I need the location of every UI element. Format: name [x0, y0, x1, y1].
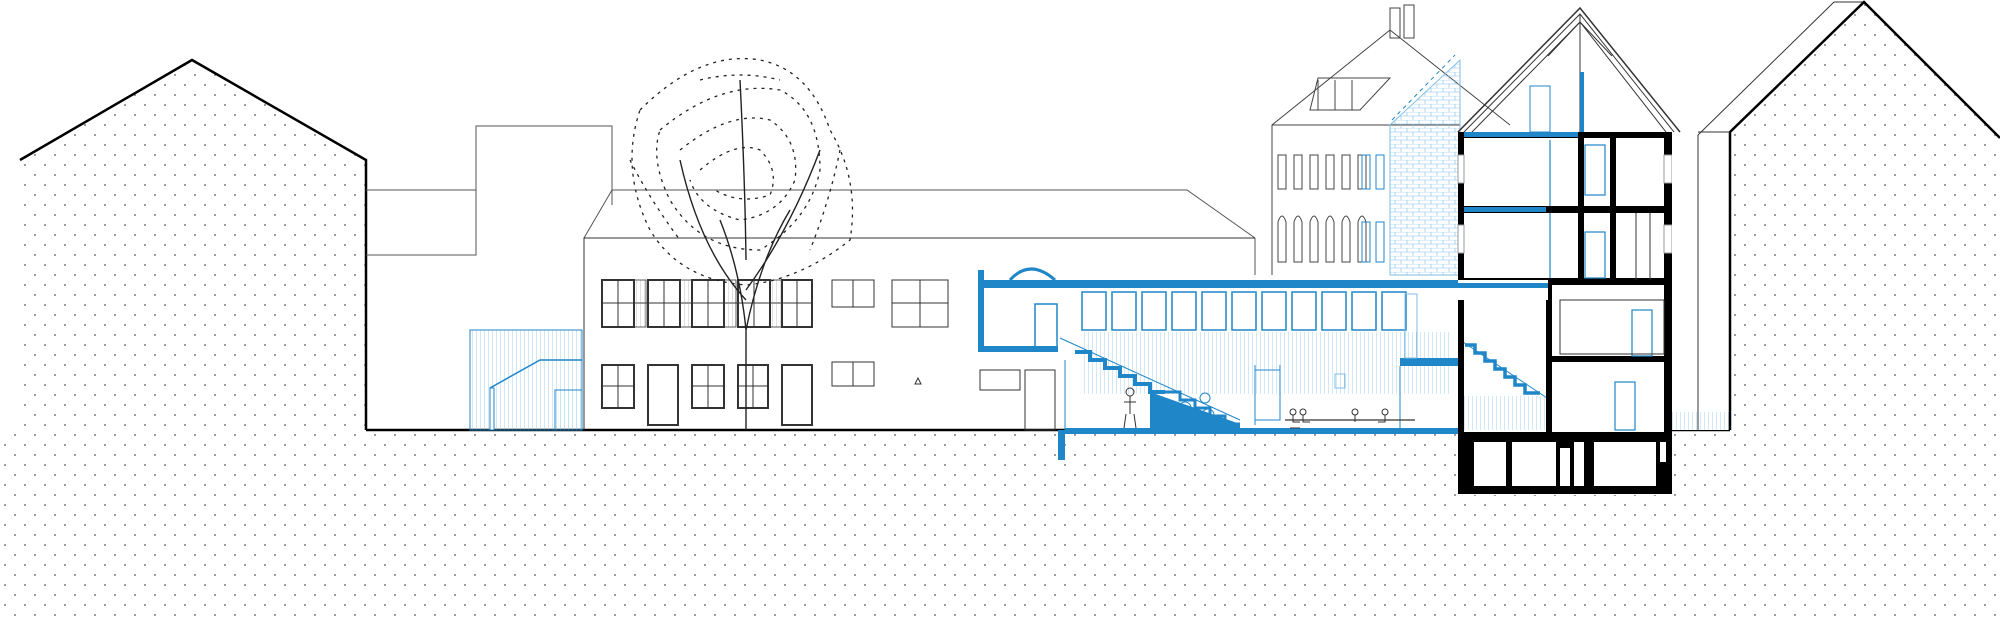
tree: [629, 57, 854, 430]
tower-house: [1457, 6, 1681, 494]
old-house: [583, 237, 1255, 431]
background-buildings-outline: [366, 125, 1256, 275]
tall-background-building: [1271, 4, 1511, 276]
exterior-stair: [469, 329, 583, 431]
basement: [1458, 432, 1672, 494]
ground: [0, 430, 2000, 621]
right-neighbor-house: [1672, 0, 2000, 430]
left-neighbor-house: [19, 58, 368, 430]
shutters: [633, 279, 783, 328]
new-extension: [978, 267, 1551, 460]
lower-windows: [601, 361, 1056, 431]
